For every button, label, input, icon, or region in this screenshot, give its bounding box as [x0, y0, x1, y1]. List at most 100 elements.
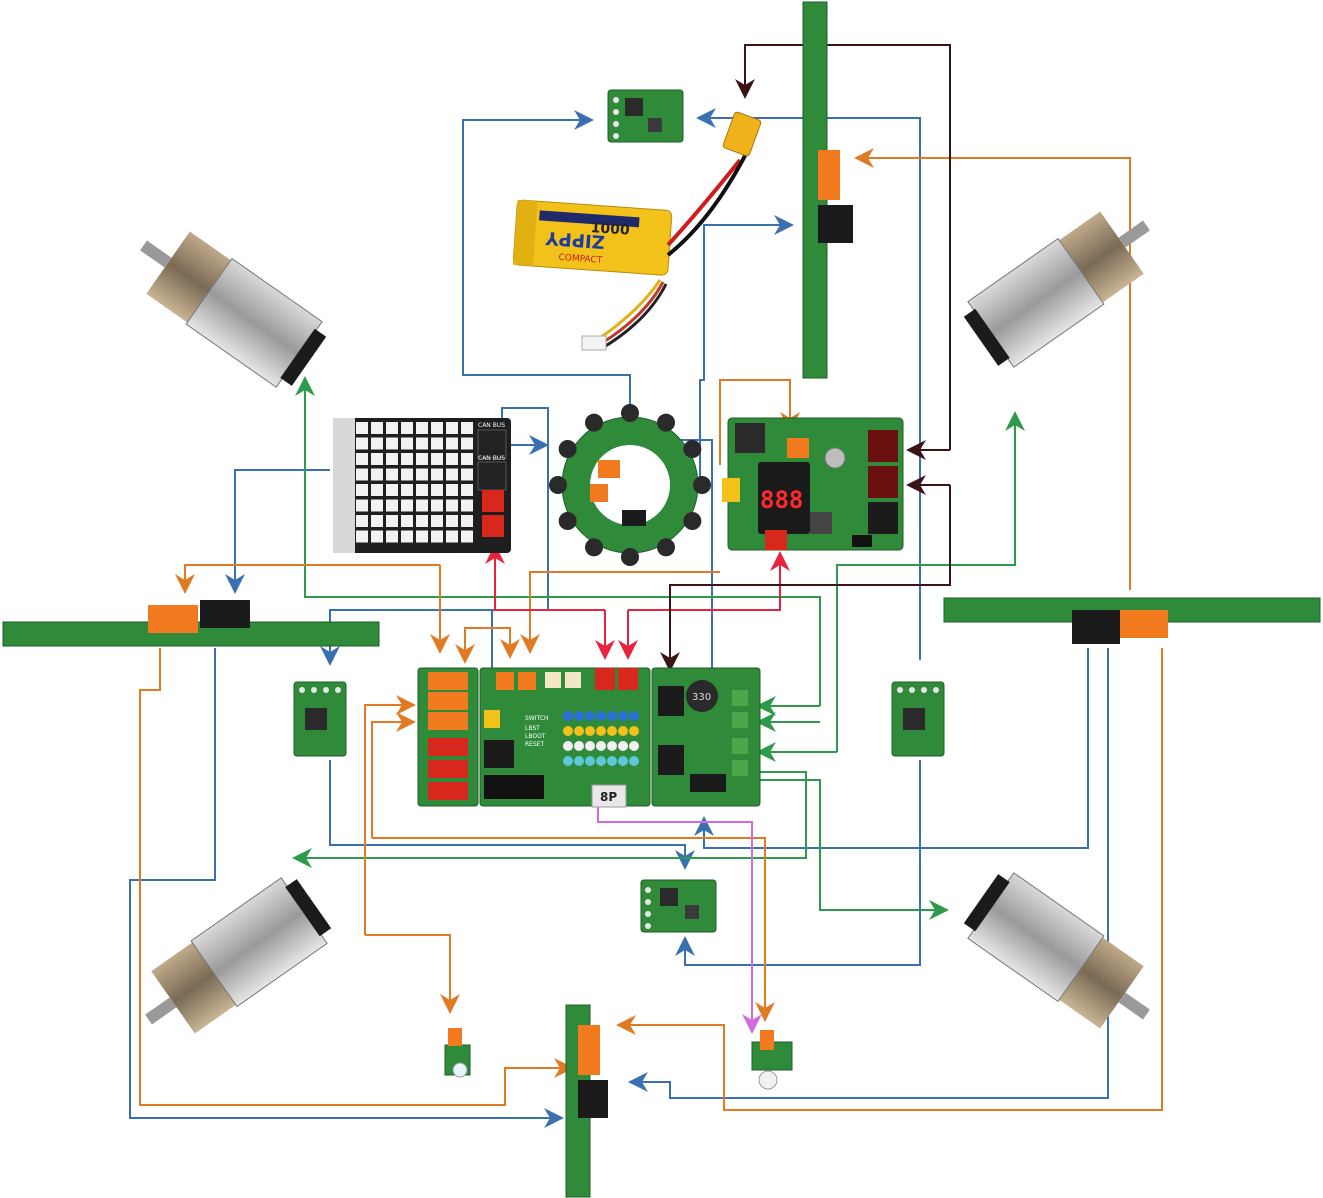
i2c-wire — [854, 148, 1131, 590]
ring-led — [585, 538, 603, 557]
motor-wire — [760, 779, 949, 920]
i2c-wire — [616, 648, 1163, 1111]
wires — [129, 44, 1163, 1128]
matrix-led — [401, 484, 413, 496]
matrix-led — [356, 422, 368, 434]
header-pin — [596, 726, 606, 736]
lipo-battery: ZIPPY 1000 COMPACT — [512, 111, 762, 351]
matrix-led — [386, 422, 398, 434]
header-pin — [607, 756, 617, 766]
matrix-led — [371, 499, 383, 512]
header-pin — [629, 726, 639, 736]
imu-board-bottom — [640, 879, 717, 933]
matrix-led — [386, 530, 398, 543]
servo-io-board — [417, 667, 479, 807]
matrix-led — [356, 530, 368, 543]
mcu-label-lbst: LBST — [525, 725, 540, 732]
ring-led — [558, 440, 577, 458]
ring-led — [621, 548, 639, 566]
can-strip-right — [943, 597, 1321, 644]
can-bus-label-bottom: CAN BUS — [478, 455, 505, 462]
i2c-wire — [495, 627, 520, 659]
matrix-led — [386, 453, 398, 465]
led-module-left — [444, 1028, 471, 1078]
header-pin — [596, 741, 606, 751]
ring-led — [683, 440, 702, 458]
display-digits: 888 — [760, 486, 803, 514]
motor-driver-board: 330 — [651, 667, 761, 807]
matrix-led — [401, 499, 413, 512]
matrix-led — [446, 437, 458, 450]
power-wire — [735, 44, 951, 450]
matrix-led — [446, 468, 458, 481]
matrix-led — [431, 484, 443, 496]
ring-led — [693, 476, 711, 494]
can-strip-left — [2, 600, 380, 647]
matrix-led — [461, 422, 473, 434]
motor-wire — [836, 411, 1025, 752]
matrix-led — [386, 468, 398, 481]
matrix-led — [431, 515, 443, 527]
red-wire — [485, 544, 605, 611]
matrix-led — [461, 515, 473, 527]
i2c-wire — [139, 648, 574, 1106]
red-wire — [628, 551, 790, 611]
matrix-led — [371, 453, 383, 465]
chip-label: 8P — [600, 790, 617, 804]
ring-led — [585, 413, 603, 432]
matrix-led — [416, 515, 428, 527]
header-pin — [563, 756, 573, 766]
header-pin — [585, 711, 595, 721]
gear-motor-top-right — [963, 211, 1150, 368]
matrix-led — [416, 437, 428, 450]
header-pin — [629, 756, 639, 766]
i2c-wire — [455, 627, 495, 664]
matrix-led — [401, 468, 413, 481]
matrix-led — [431, 499, 443, 512]
header-pin — [596, 756, 606, 766]
matrix-led — [446, 484, 458, 496]
matrix-led — [431, 468, 443, 481]
header-pin — [618, 756, 628, 766]
battery-capacity: 1000 — [590, 220, 630, 239]
gear-motor-bottom-left — [145, 877, 332, 1034]
matrix-led — [461, 437, 473, 450]
matrix-led — [446, 515, 458, 527]
header-pin — [563, 711, 573, 721]
matrix-led — [356, 499, 368, 512]
matrix-led — [386, 515, 398, 527]
header-pin — [618, 726, 628, 736]
matrix-led — [371, 515, 383, 527]
ring-led — [621, 404, 639, 422]
matrix-led — [461, 468, 473, 481]
can-wire — [501, 407, 549, 470]
matrix-led — [371, 530, 383, 543]
matrix-led — [401, 453, 413, 465]
header-pin — [574, 756, 584, 766]
matrix-led — [371, 422, 383, 434]
matrix-led — [401, 422, 413, 434]
can-wire — [680, 439, 722, 704]
i2c-wire — [372, 837, 775, 1022]
ring-led — [657, 413, 675, 432]
ring-led — [657, 538, 675, 557]
gear-motor-bottom-right — [963, 872, 1150, 1029]
matrix-led — [461, 484, 473, 496]
matrix-led — [416, 422, 428, 434]
matrix-led — [356, 468, 368, 481]
header-pin — [574, 711, 584, 721]
led-module-right — [751, 1030, 793, 1090]
can-wire — [694, 648, 1089, 849]
can-wire — [129, 648, 564, 1128]
matrix-led — [431, 437, 443, 450]
mcu-label-reset: RESET — [525, 741, 545, 748]
header-pin — [574, 726, 584, 736]
power-board: 888 — [722, 417, 904, 551]
header-pin — [585, 726, 595, 736]
matrix-led — [446, 499, 458, 512]
can-wire — [699, 215, 794, 485]
ring-led — [558, 512, 577, 530]
battery-series: COMPACT — [558, 253, 603, 266]
led-matrix-board: CAN BUS CAN BUS — [333, 418, 511, 553]
matrix-led — [386, 437, 398, 450]
